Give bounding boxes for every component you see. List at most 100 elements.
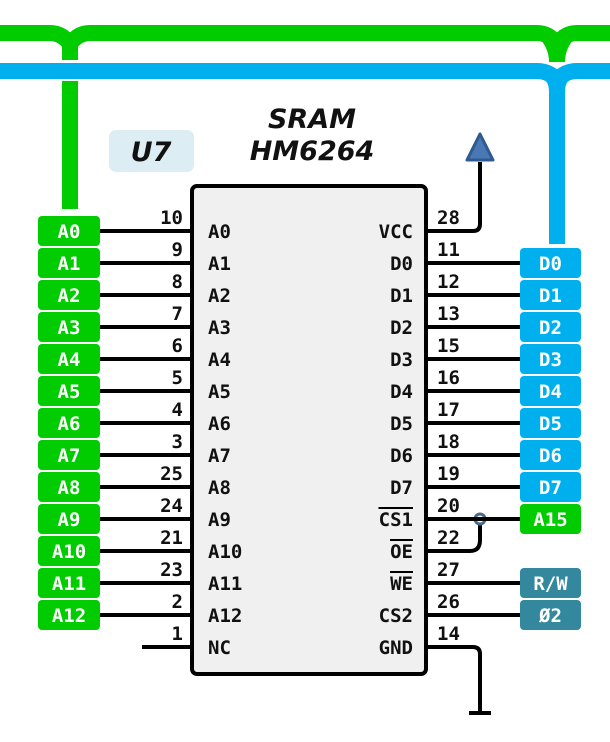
net-tag-a8[interactable]: A8 [38, 472, 100, 502]
pin-name: D2 [390, 317, 413, 339]
net-tag-label: A6 [58, 413, 81, 435]
pin-number: 11 [437, 239, 460, 261]
pin-name: A2 [208, 285, 231, 307]
net-tag-label: D5 [539, 413, 562, 435]
net-tag-a3[interactable]: A3 [38, 312, 100, 342]
reference-badge: U7 [109, 130, 194, 172]
chip-title-line2: HM6264 [250, 136, 375, 167]
pin-name: A4 [208, 349, 231, 371]
net-tag-a5[interactable]: A5 [38, 376, 100, 406]
net-tag-label: A12 [52, 605, 86, 627]
pin-number: 7 [172, 303, 183, 325]
net-tag-label: A7 [58, 445, 81, 467]
pin-name: D0 [390, 253, 413, 275]
pin-name: D4 [390, 381, 413, 403]
pin-number: 12 [437, 271, 460, 293]
pin-number: 19 [437, 463, 460, 485]
net-tag-d7[interactable]: D7 [520, 472, 581, 502]
net-tag-label: A1 [58, 253, 81, 275]
net-tag-label: A0 [58, 221, 81, 243]
pin-name: A8 [208, 477, 231, 499]
pin-number: 13 [437, 303, 460, 325]
gnd-connection [428, 645, 491, 715]
net-tag-a0[interactable]: A0 [38, 216, 100, 246]
net-tag-d5[interactable]: D5 [520, 408, 581, 438]
net-tag-a2[interactable]: A2 [38, 280, 100, 310]
pin-number: 2 [172, 591, 183, 613]
net-tag-a7[interactable]: A7 [38, 440, 100, 470]
pin-name: A10 [208, 541, 242, 563]
net-tag-2[interactable]: Ø2 [520, 600, 581, 630]
pin-number: 10 [160, 207, 183, 229]
pin-name: D1 [390, 285, 413, 307]
net-tag-a6[interactable]: A6 [38, 408, 100, 438]
net-tag-d4[interactable]: D4 [520, 376, 581, 406]
pin-name: A6 [208, 413, 231, 435]
net-tag-a1[interactable]: A1 [38, 248, 100, 278]
net-tag-a4[interactable]: A4 [38, 344, 100, 374]
net-tag-a10[interactable]: A10 [38, 536, 100, 566]
vcc-connection [428, 132, 495, 233]
net-tag-label: D3 [539, 349, 562, 371]
net-tag-a15[interactable]: A15 [520, 504, 581, 534]
pin-number: 5 [172, 367, 183, 389]
reference-label: U7 [131, 137, 172, 168]
pin-name: A9 [208, 509, 231, 531]
net-tag-d1[interactable]: D1 [520, 280, 581, 310]
net-tag-a9[interactable]: A9 [38, 504, 100, 534]
pin-name: A5 [208, 381, 231, 403]
net-tag-label: A2 [58, 285, 81, 307]
pin-name: GND [379, 637, 413, 659]
net-tag-label: D2 [539, 317, 562, 339]
pin-name: WE [390, 573, 413, 595]
pin-name: A0 [208, 221, 231, 243]
pin-number: 20 [437, 495, 460, 517]
net-tag-a12[interactable]: A12 [38, 600, 100, 630]
net-tag-d6[interactable]: D6 [520, 440, 581, 470]
pin-number: 17 [437, 399, 460, 421]
pin-number: 22 [437, 527, 460, 549]
net-tag-label: A8 [58, 477, 81, 499]
net-tag-rw[interactable]: R/W [520, 568, 581, 598]
pin-number: 21 [160, 527, 183, 549]
net-tag-d2[interactable]: D2 [520, 312, 581, 342]
net-tag-d3[interactable]: D3 [520, 344, 581, 374]
pin-number: 24 [160, 495, 183, 517]
pin-number: 25 [160, 463, 183, 485]
net-tag-d0[interactable]: D0 [520, 248, 581, 278]
net-tag-label: D4 [539, 381, 562, 403]
net-tag-a11[interactable]: A11 [38, 568, 100, 598]
pin-name: D7 [390, 477, 413, 499]
pin-number: 18 [437, 431, 460, 453]
pin-number: 28 [437, 207, 460, 229]
address-bus [0, 25, 610, 58]
pin-name: CS2 [379, 605, 413, 627]
net-tag-label: A10 [52, 541, 86, 563]
pin-name: D3 [390, 349, 413, 371]
pin-number: 4 [172, 399, 183, 421]
left-pin: 4A6 A6 [38, 399, 231, 438]
pin-name: CS1 [379, 509, 413, 531]
pin-name: A3 [208, 317, 231, 339]
address-bus-tap-right [541, 40, 573, 62]
pin-number: 8 [172, 271, 183, 293]
pin-name: VCC [379, 221, 413, 243]
